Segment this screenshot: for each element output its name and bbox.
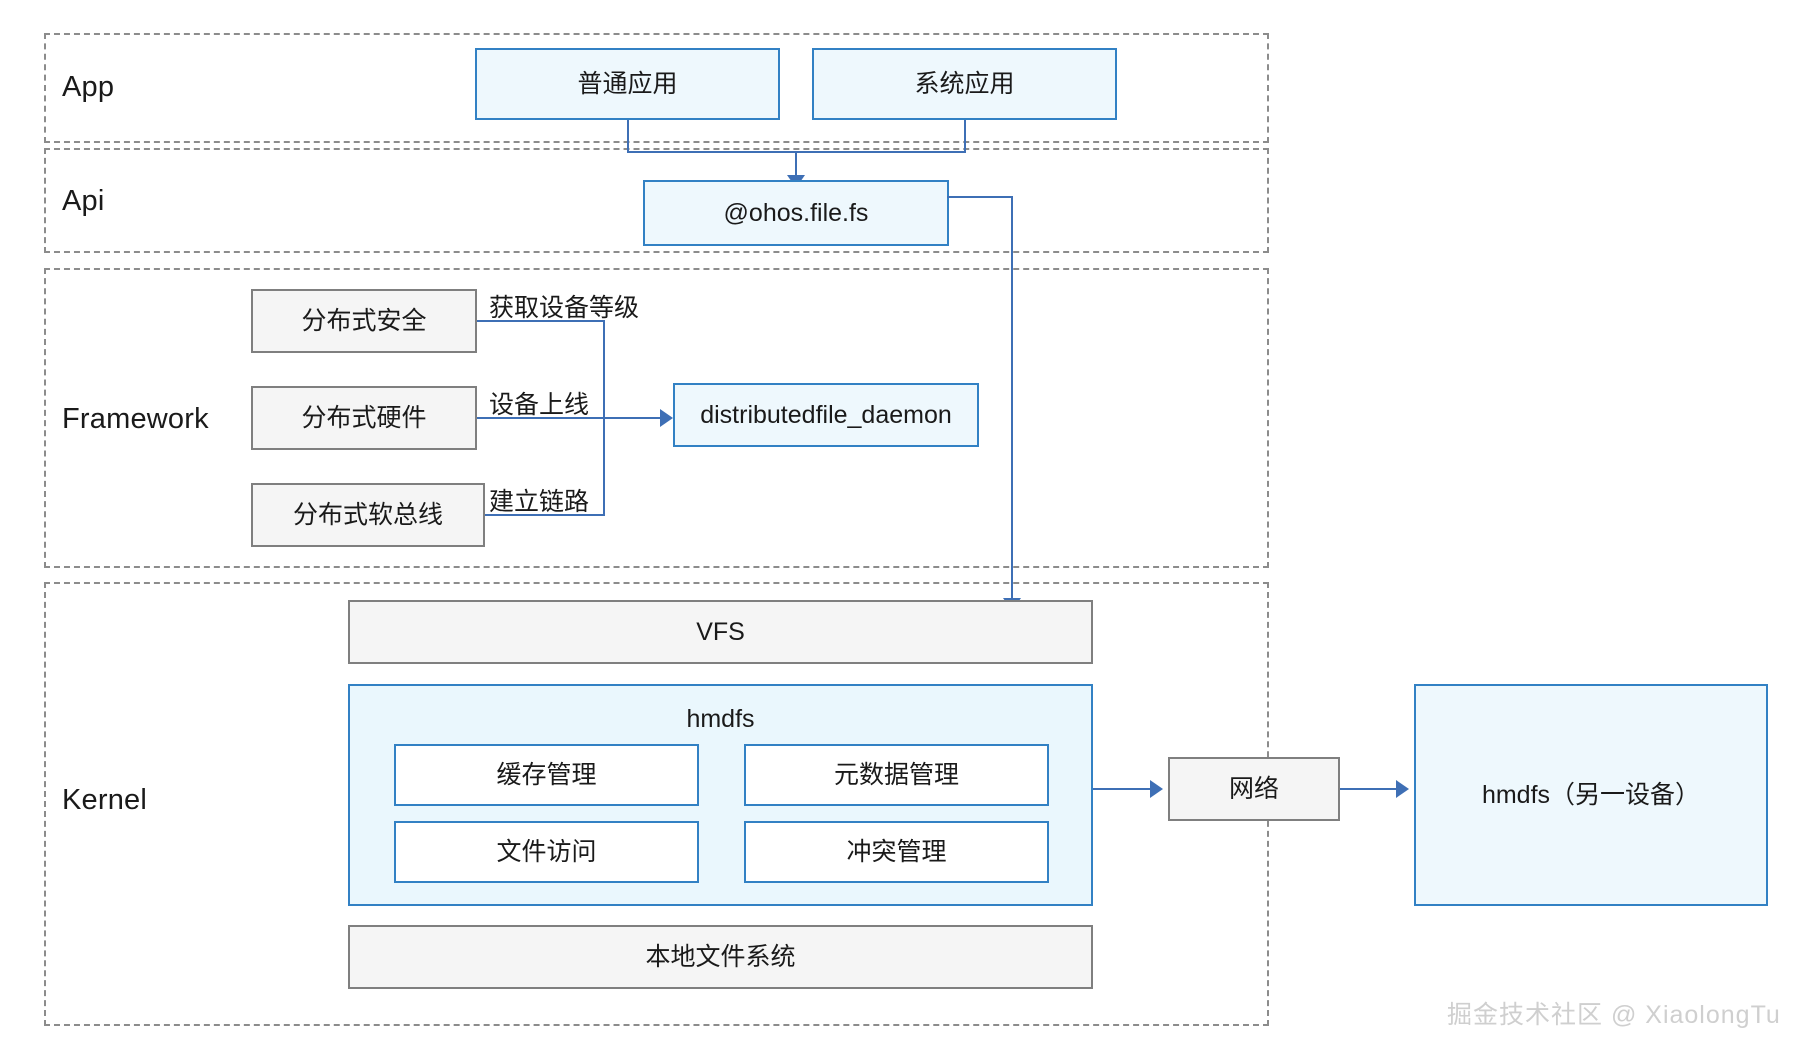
connector-hmdfs-to-network (1093, 788, 1151, 790)
edge-label-establish-link: 建立链路 (489, 488, 590, 516)
node-system-app[interactable]: 系统应用 (812, 48, 1117, 120)
layer-band-framework (44, 268, 1269, 568)
arrow-to-daemon (660, 409, 673, 427)
node-cache-management[interactable]: 缓存管理 (394, 744, 699, 806)
node-normal-app[interactable]: 普通应用 (475, 48, 780, 120)
layer-label-app: App (62, 71, 115, 103)
layer-label-framework: Framework (62, 403, 209, 435)
layer-label-kernel: Kernel (62, 784, 148, 816)
watermark: 掘金技术社区 @ XiaolongTu (1447, 1001, 1781, 1029)
node-network[interactable]: 网络 (1168, 757, 1340, 821)
node-metadata-management[interactable]: 元数据管理 (744, 744, 1049, 806)
node-distributedfile-daemon[interactable]: distributedfile_daemon (673, 383, 979, 447)
node-file-access[interactable]: 文件访问 (394, 821, 699, 883)
connector-system-app-down (964, 120, 966, 152)
edge-label-device-online: 设备上线 (489, 391, 590, 419)
edge-label-get-device-level: 获取设备等级 (489, 294, 640, 322)
arrow-hmdfs-to-network (1150, 780, 1163, 798)
connector-softbus-stub (485, 514, 605, 516)
arrow-network-to-remote (1396, 780, 1409, 798)
node-distributed-security[interactable]: 分布式安全 (251, 289, 477, 353)
connector-security-stub (477, 320, 605, 322)
connector-api-right (947, 196, 1013, 198)
node-distributed-softbus[interactable]: 分布式软总线 (251, 483, 485, 547)
connector-api-to-vfs (1011, 196, 1013, 600)
layer-band-api (44, 148, 1269, 253)
layer-label-api: Api (62, 185, 105, 217)
node-vfs[interactable]: VFS (348, 600, 1093, 664)
node-ohos-file-fs[interactable]: @ohos.file.fs (643, 180, 949, 246)
connector-network-to-remote (1340, 788, 1397, 790)
layer-band-app (44, 33, 1269, 143)
node-hmdfs-remote[interactable]: hmdfs（另一设备） (1414, 684, 1768, 906)
connector-normal-app-down (627, 120, 629, 152)
connector-app-to-api (795, 151, 797, 177)
node-conflict-management[interactable]: 冲突管理 (744, 821, 1049, 883)
node-distributed-hardware[interactable]: 分布式硬件 (251, 386, 477, 450)
node-local-filesystem[interactable]: 本地文件系统 (348, 925, 1093, 989)
connector-bus-to-daemon (603, 417, 661, 419)
connector-hardware-stub (477, 417, 605, 419)
node-hmdfs-label: hmdfs (686, 705, 755, 733)
